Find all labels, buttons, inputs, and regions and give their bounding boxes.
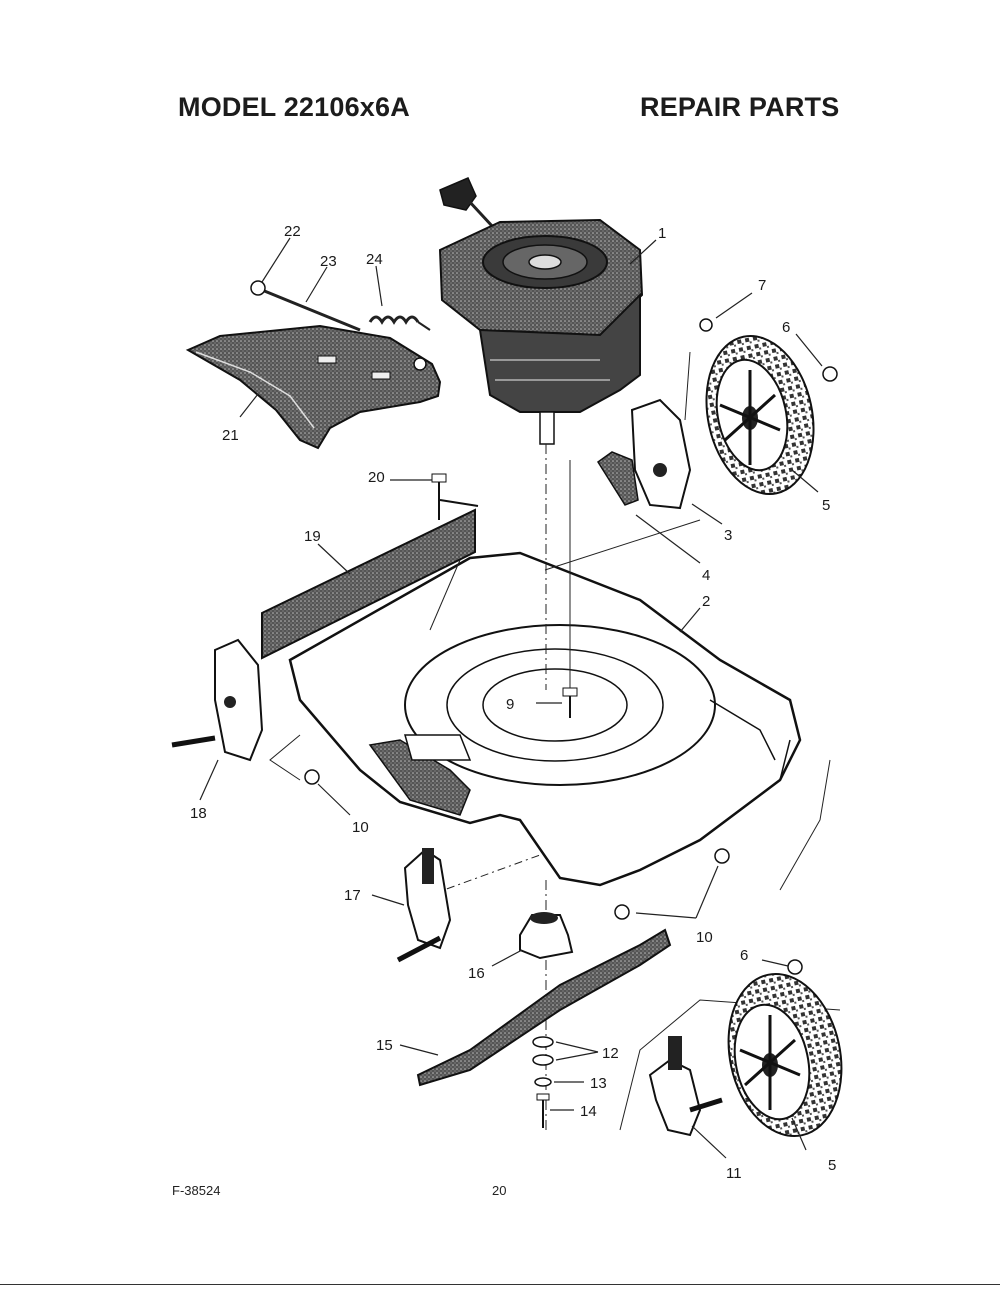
callout-10-left: 10 xyxy=(352,819,369,836)
callout-21: 21 xyxy=(222,427,239,444)
callout-6-front: 6 xyxy=(740,947,748,964)
leader-lines xyxy=(199,237,823,1159)
callout-23: 23 xyxy=(320,253,337,270)
callout-5-front: 5 xyxy=(828,1157,836,1174)
callout-20: 20 xyxy=(368,469,385,486)
callout-13: 13 xyxy=(590,1075,607,1092)
callout-14: 14 xyxy=(580,1103,597,1120)
engine xyxy=(438,177,644,445)
front-left-wheel-adjuster xyxy=(396,848,452,963)
callout-9: 9 xyxy=(506,696,514,713)
blade-assembly xyxy=(416,912,672,1128)
deck xyxy=(288,551,802,887)
form-number: F-38524 xyxy=(172,1183,221,1198)
callout-19: 19 xyxy=(304,528,321,545)
callout-15: 15 xyxy=(376,1037,393,1054)
rear-right-wheel-adjuster xyxy=(596,398,692,510)
callout-7: 7 xyxy=(758,277,766,294)
callout-5-rear: 5 xyxy=(822,497,830,514)
callout-12: 12 xyxy=(602,1045,619,1062)
page-number: 20 xyxy=(492,1183,507,1198)
callout-10-right: 10 xyxy=(696,929,713,946)
callout-4: 4 xyxy=(702,567,710,584)
callout-18: 18 xyxy=(190,805,207,822)
callout-22: 22 xyxy=(284,223,301,240)
callout-24: 24 xyxy=(366,251,383,268)
rear-left-wheel-adjuster xyxy=(171,638,264,762)
rear-skirt xyxy=(261,473,479,660)
callout-16: 16 xyxy=(468,965,485,982)
deck-nuts xyxy=(304,769,730,920)
callout-2: 2 xyxy=(702,593,710,610)
discharge-door xyxy=(185,280,442,450)
bottom-rule xyxy=(0,1284,1000,1285)
callout-17: 17 xyxy=(344,887,361,904)
rear-wheel xyxy=(699,318,838,495)
callout-3: 3 xyxy=(724,527,732,544)
callout-11: 11 xyxy=(726,1165,742,1182)
front-right-wheel-adjuster xyxy=(648,1036,723,1137)
callout-numbers: 1 2 3 4 5 5 6 6 7 9 10 10 11 12 13 14 15… xyxy=(190,223,836,1182)
callout-1: 1 xyxy=(658,225,666,242)
section-title: REPAIR PARTS xyxy=(640,92,840,122)
front-wheel xyxy=(727,959,843,1138)
model-title: MODEL 22106x6A xyxy=(178,92,410,122)
callout-6-rear: 6 xyxy=(782,319,790,336)
